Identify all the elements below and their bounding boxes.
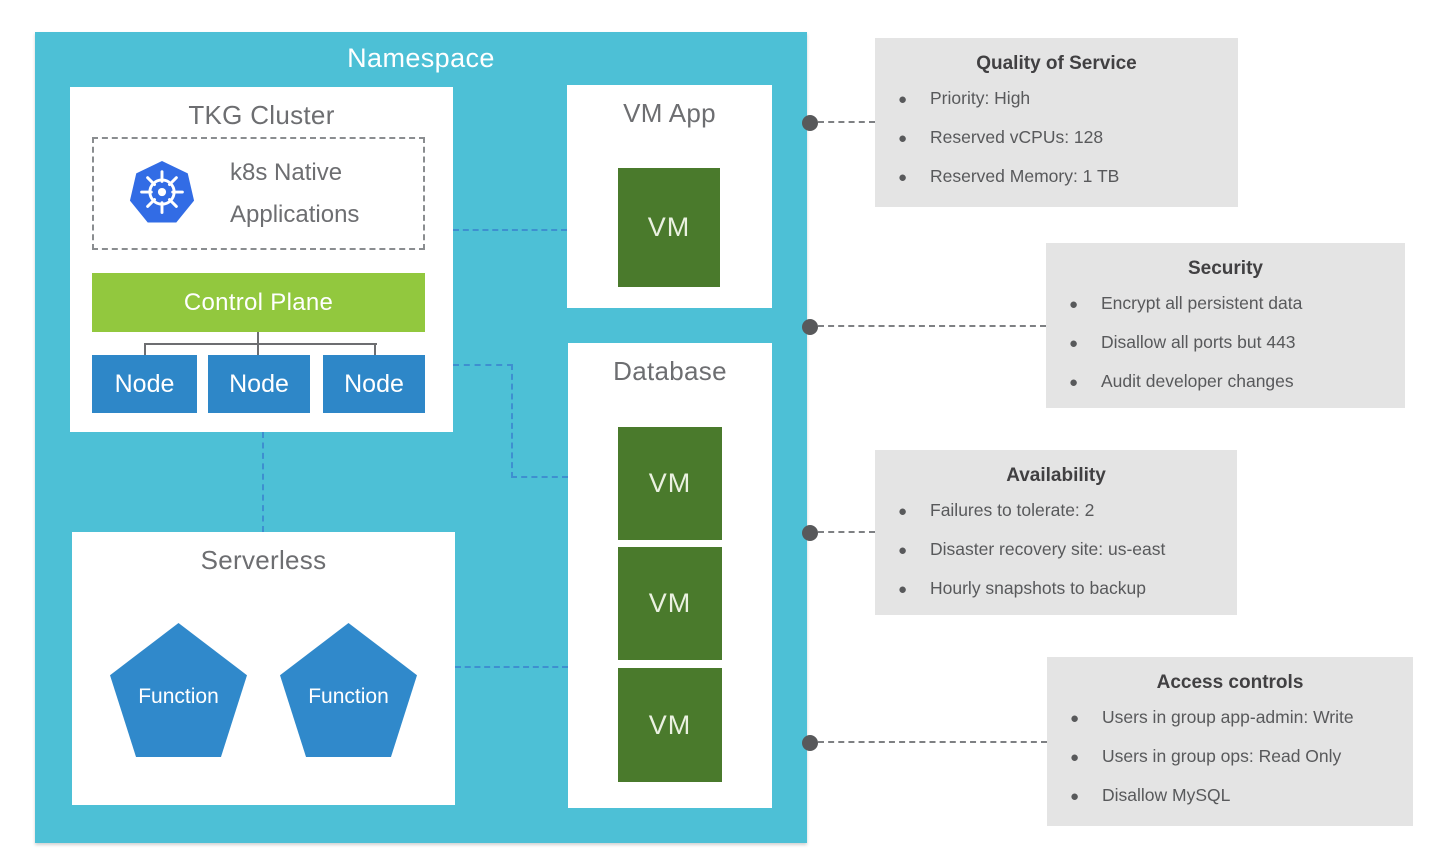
control-plane-connector-stub [257,332,259,344]
function-pentagon-1: Function [110,623,247,757]
bullet-icon: ● [1068,335,1079,352]
callout-item-text: Disaster recovery site: us-east [930,539,1166,559]
connector-nodes-to-database-seg3 [511,476,568,478]
callout-item-text: Reserved Memory: 1 TB [930,166,1120,186]
callout-security-item-3: ● Audit developer changes [1046,371,1405,392]
bullet-icon: ● [897,91,908,108]
callout-availability-item-1: ● Failures to tolerate: 2 [875,500,1237,521]
callout-item-text: Disallow all ports but 443 [1101,332,1296,352]
connector-tkg-to-serverless [262,432,264,532]
database-vm-3: VM [618,668,722,782]
serverless-box: Serverless Function Function [72,532,455,805]
bullet-icon: ● [897,542,908,559]
callout-availability-item-3: ● Hourly snapshots to backup [875,578,1237,599]
security-connector-dot [802,319,818,335]
callout-item-text: Audit developer changes [1101,371,1294,391]
availability-connector-line [818,531,875,533]
callout-qos-item-1: ● Priority: High [875,88,1238,109]
callout-security-item-2: ● Disallow all ports but 443 [1046,332,1405,353]
k8s-native-apps-group: k8s Native Applications [92,137,425,250]
bullet-icon: ● [897,581,908,598]
k8s-label-line1: k8s Native [230,158,343,186]
control-plane-bar: Control Plane [92,273,425,332]
callout-security-item-1: ● Encrypt all persistent data [1046,293,1405,314]
connector-nodes-to-database-seg2 [511,364,513,478]
control-plane-connector-rail [144,343,377,345]
function-label-2: Function [308,685,389,708]
database-box: Database VM VM VM [568,343,772,808]
vm-app-vm: VM [618,168,720,287]
bullet-icon: ● [897,169,908,186]
callout-qos-item-3: ● Reserved Memory: 1 TB [875,166,1238,187]
function-label-1: Function [138,685,219,708]
callout-security: Security ● Encrypt all persistent data ●… [1046,243,1405,408]
namespace-title: Namespace [347,43,495,73]
access-connector-line [818,741,1047,743]
callout-quality-of-service: Quality of Service ● Priority: High ● Re… [875,38,1238,207]
kubernetes-icon [128,160,196,228]
database-vm-1: VM [618,427,722,540]
bullet-icon: ● [897,503,908,520]
k8s-native-apps-label: k8s Native Applications [230,152,359,236]
access-connector-dot [802,735,818,751]
bullet-icon: ● [1069,710,1080,727]
database-vm-2: VM [618,547,722,660]
callout-item-text: Failures to tolerate: 2 [930,500,1095,520]
callout-qos-title: Quality of Service [976,53,1137,74]
callout-item-text: Disallow MySQL [1102,785,1231,805]
worker-node-2: Node [208,355,310,413]
callout-item-text: Encrypt all persistent data [1101,293,1303,313]
callout-item-text: Users in group app-admin: Write [1102,707,1354,727]
availability-connector-dot [802,525,818,541]
k8s-label-line2: Applications [230,200,360,228]
callout-availability-title: Availability [1006,465,1106,486]
connector-serverless-to-database [455,666,568,668]
callout-access-title: Access controls [1156,672,1304,693]
node3-connector-stub [374,343,376,356]
callout-access-item-2: ● Users in group ops: Read Only [1047,746,1413,767]
callout-access-controls: Access controls ● Users in group app-adm… [1047,657,1413,826]
callout-access-item-3: ● Disallow MySQL [1047,785,1413,806]
callout-security-title: Security [1188,258,1263,279]
callout-item-text: Hourly snapshots to backup [930,578,1146,598]
callout-availability-item-2: ● Disaster recovery site: us-east [875,539,1237,560]
node1-connector-stub [144,343,146,356]
connector-tkg-to-vmapp [453,229,567,231]
security-connector-line [818,325,1046,327]
worker-node-3: Node [323,355,425,413]
vm-app-title: VM App [623,98,716,128]
namespace-container: Namespace TKG Cluster [35,32,807,843]
vm-app-box: VM App VM [567,85,772,308]
tkg-cluster-title: TKG Cluster [188,100,335,130]
bullet-icon: ● [1068,374,1079,391]
function-pentagon-2: Function [280,623,417,757]
callout-availability: Availability ● Failures to tolerate: 2 ●… [875,450,1237,615]
callout-access-item-1: ● Users in group app-admin: Write [1047,707,1413,728]
callout-item-text: Reserved vCPUs: 128 [930,127,1104,147]
callout-item-text: Users in group ops: Read Only [1102,746,1342,766]
qos-connector-dot [802,115,818,131]
callout-qos-item-2: ● Reserved vCPUs: 128 [875,127,1238,148]
worker-node-1: Node [92,355,197,413]
bullet-icon: ● [1069,749,1080,766]
database-title: Database [613,356,727,386]
tkg-cluster-box: TKG Cluster [70,87,453,432]
bullet-icon: ● [897,130,908,147]
connector-nodes-to-database-seg1 [453,364,513,366]
qos-connector-line [818,121,875,123]
bullet-icon: ● [1069,788,1080,805]
callout-item-text: Priority: High [930,88,1031,108]
bullet-icon: ● [1068,296,1079,313]
serverless-title: Serverless [200,545,327,575]
node2-connector-stub [257,343,259,356]
